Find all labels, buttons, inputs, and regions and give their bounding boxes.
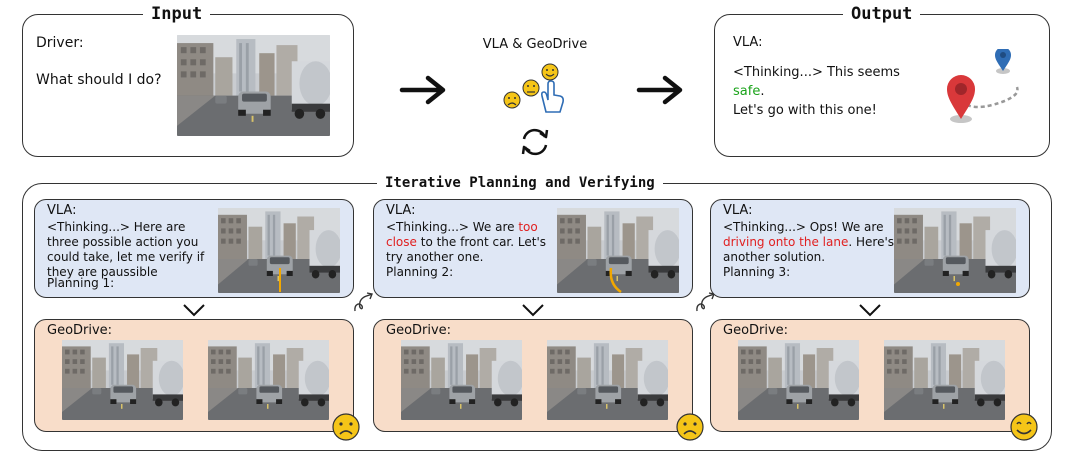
planning-camera-image <box>894 208 1016 293</box>
thinking-text-after: . Here's another solution. <box>723 235 894 264</box>
panel-vla-label: VLA: <box>723 203 753 218</box>
vla-panel-2: VLA: <Thinking...> We are too close to t… <box>373 199 693 298</box>
geodrive-image <box>401 340 522 420</box>
planning-label: Planning 3: <box>723 265 791 279</box>
planning-camera-image <box>557 208 679 293</box>
input-camera-image <box>177 35 330 136</box>
planning-camera-image <box>218 208 340 293</box>
driver-question: What should I do? <box>36 72 162 88</box>
geodrive-image <box>547 340 668 420</box>
planning-label: Planning 2: <box>386 265 454 279</box>
route-pins-icon <box>937 49 1027 129</box>
output-line-thinking: <Thinking...> This seems <box>733 65 900 80</box>
vla-panel-1: VLA: <Thinking...> Here are three possib… <box>34 199 354 298</box>
panel-vla-label: VLA: <box>47 203 77 218</box>
output-title: Output <box>843 4 921 24</box>
thinking-text-after: to the front car. Let's try another one. <box>386 235 546 264</box>
geodrive-label: GeoDrive: <box>386 323 452 338</box>
sad-face-icon <box>331 412 361 442</box>
loop-arrow-icon <box>352 290 376 314</box>
panel-vla-label: VLA: <box>386 203 416 218</box>
output-vla-label: VLA: <box>733 35 763 50</box>
driver-label: Driver: <box>36 35 84 51</box>
geodrive-label: GeoDrive: <box>723 323 789 338</box>
geodrive-label: GeoDrive: <box>47 323 113 338</box>
input-title: Input <box>143 4 211 24</box>
safe-word: safe <box>733 84 761 99</box>
output-line-go: Let's go with this one! <box>733 103 877 118</box>
loop-title: Iterative Planning and Verifying <box>377 173 663 193</box>
geodrive-image <box>208 340 329 420</box>
refresh-cycle-icon <box>518 125 552 159</box>
panel-thinking-text: <Thinking...> We are too close to the fr… <box>386 220 558 265</box>
arrow-right-icon <box>398 73 450 107</box>
highlight-text: driving onto the lane <box>723 235 849 249</box>
geodrive-panel-3: GeoDrive: <box>710 319 1030 432</box>
chevron-down-icon <box>182 303 206 317</box>
geodrive-panel-2: GeoDrive: <box>373 319 693 432</box>
geodrive-image <box>884 340 1005 420</box>
highlight-text: too close <box>386 220 538 249</box>
happy-face-icon <box>1009 412 1039 442</box>
thinking-text: <Thinking...> Ops! We are <box>723 220 884 234</box>
panel-thinking-text: <Thinking...> Ops! We are driving onto t… <box>723 220 895 265</box>
panel-thinking-text: <Thinking...> Here are three possible ac… <box>47 220 217 280</box>
chevron-down-icon <box>858 303 882 317</box>
thinking-text: <Thinking...> We are <box>386 220 519 234</box>
output-box: Output VLA: <Thinking...> This seems saf… <box>714 4 1050 157</box>
geodrive-panel-1: GeoDrive: <box>34 319 354 432</box>
thinking-text: <Thinking...> Here are three possible ac… <box>47 220 205 279</box>
input-box: Input Driver: What should I do? <box>22 4 354 157</box>
choose-face-icon <box>498 62 570 114</box>
sad-face-icon <box>675 412 705 442</box>
vla-geodrive-label: VLA & GeoDrive <box>482 37 588 52</box>
safe-period: . <box>760 84 765 99</box>
chevron-down-icon <box>521 303 545 317</box>
output-line-safe: safe. <box>733 84 764 99</box>
geodrive-image <box>738 340 859 420</box>
planning-label: Planning 1: <box>47 276 115 290</box>
arrow-right-icon <box>635 73 687 107</box>
vla-panel-3: VLA: <Thinking...> Ops! We are driving o… <box>710 199 1030 298</box>
geodrive-image <box>62 340 183 420</box>
